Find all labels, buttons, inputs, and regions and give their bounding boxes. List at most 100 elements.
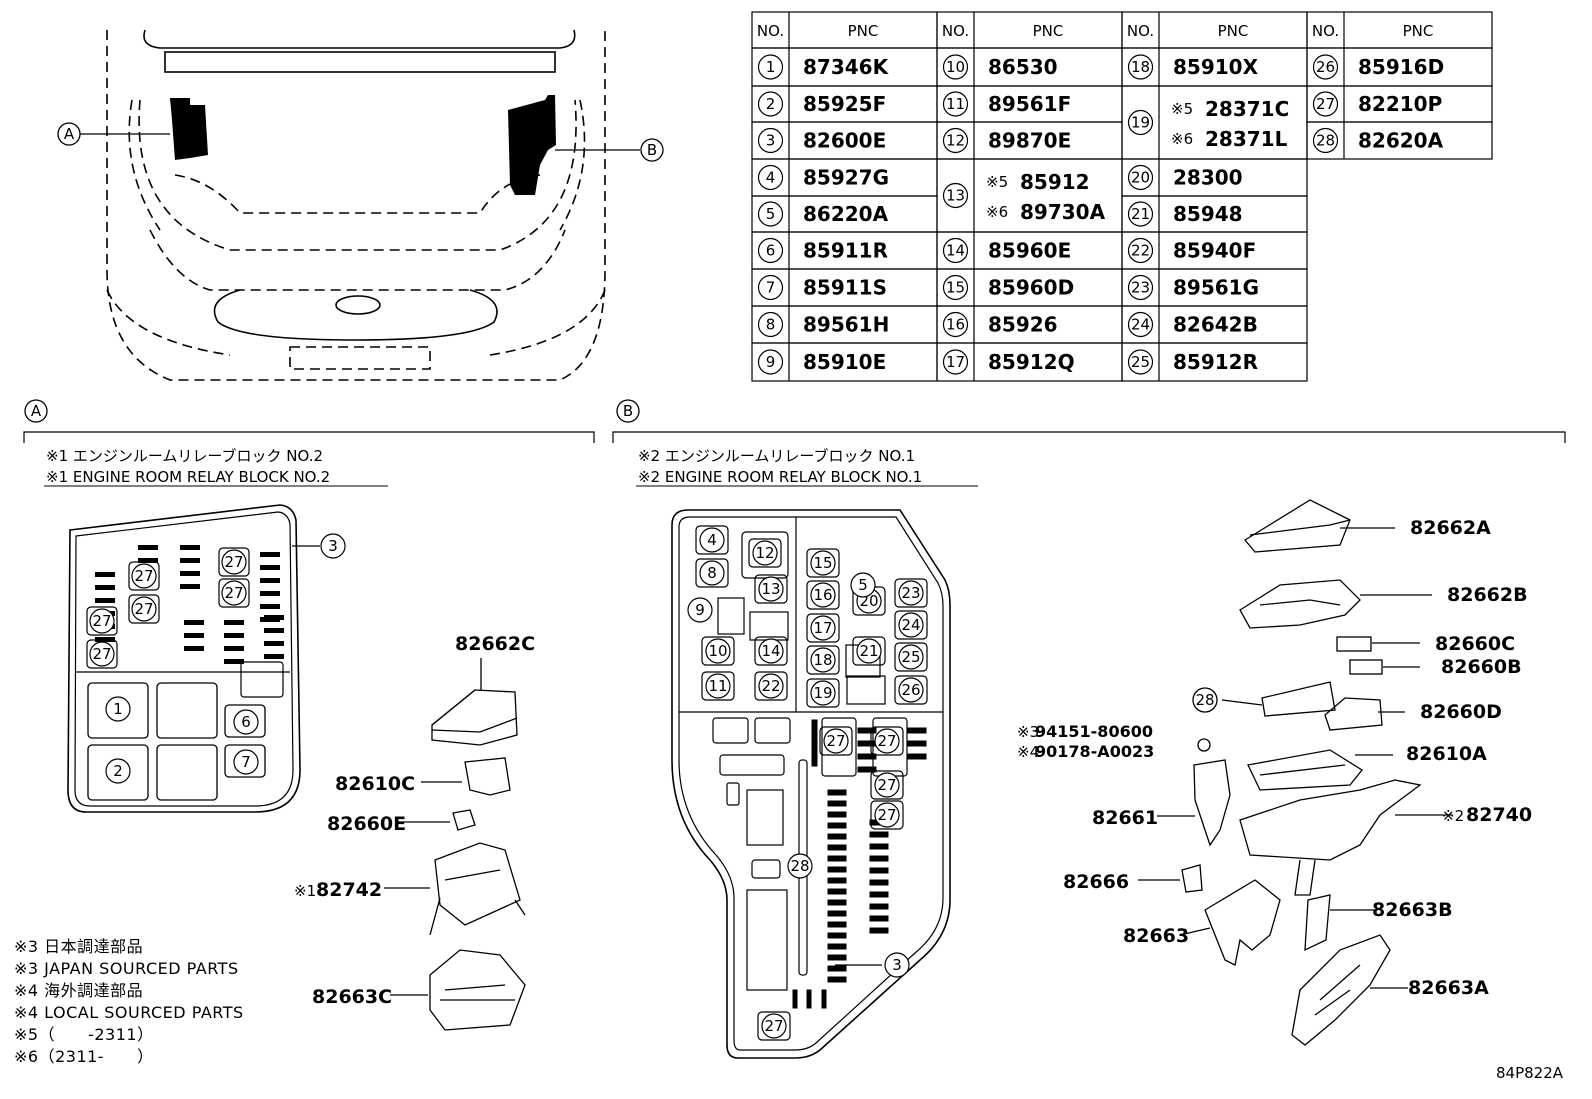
svg-text:85960D: 85960D — [988, 276, 1074, 300]
table-row: 27 82210P — [1306, 85, 1493, 123]
position-4: 4 — [695, 525, 729, 555]
bolt-b-mark: ※4 — [1017, 743, 1039, 761]
vehicle-front-view — [106, 29, 606, 381]
part-82663C: 82663C — [312, 986, 392, 1008]
svg-text:27: 27 — [92, 645, 111, 663]
svg-text:B: B — [623, 402, 633, 420]
position-15: 15 — [942, 274, 969, 301]
position-27: 27 — [128, 594, 160, 624]
bolt-a-mark: ※3 — [1017, 723, 1039, 741]
svg-text:13: 13 — [761, 580, 780, 598]
position-27: 27 — [86, 606, 118, 636]
svg-text:7: 7 — [766, 279, 776, 297]
position-18: 18 — [806, 645, 840, 675]
position-5: 5 — [850, 572, 876, 598]
position-28: 28 — [787, 853, 813, 879]
position-27: 27 — [1312, 91, 1339, 117]
section-b-title-jp: ※2 エンジンルームリレーブロック NO.1 — [638, 447, 915, 465]
section-a-header: A ※1 エンジンルームリレーブロック NO.2 ※1 ENGINE ROOM … — [23, 399, 595, 487]
svg-text:※3 日本調達部品: ※3 日本調達部品 — [14, 937, 143, 956]
svg-text:13: 13 — [946, 187, 965, 205]
svg-text:85916D: 85916D — [1358, 55, 1444, 79]
svg-text:27: 27 — [826, 732, 845, 750]
position-11: 11 — [942, 91, 969, 117]
position-11: 11 — [701, 671, 735, 701]
svg-text:27: 27 — [134, 600, 153, 618]
svg-text:85910X: 85910X — [1173, 55, 1259, 79]
part-82660C: 82660C — [1435, 633, 1515, 655]
table-row: 28 82620A — [1306, 121, 1493, 160]
parts-a — [384, 658, 526, 1031]
svg-text:15: 15 — [813, 554, 832, 572]
svg-text:85925F: 85925F — [803, 92, 886, 116]
svg-text:10: 10 — [708, 642, 727, 660]
svg-text:12: 12 — [946, 132, 965, 150]
position-12: 12 — [942, 127, 969, 154]
position-20: 20 — [1127, 164, 1154, 191]
header-no: NO. — [1127, 22, 1154, 40]
figure-id: 84P822A — [1496, 1064, 1564, 1082]
svg-text:85940F: 85940F — [1173, 239, 1256, 263]
position-25: 25 — [1127, 349, 1154, 375]
position-23: 23 — [894, 578, 928, 608]
position-3: 3 — [884, 952, 910, 978]
svg-text:3: 3 — [766, 132, 776, 150]
position-7: 7 — [757, 274, 784, 301]
svg-text:25: 25 — [1131, 353, 1150, 371]
svg-text:89870E: 89870E — [988, 129, 1071, 153]
svg-text:12: 12 — [755, 544, 774, 562]
svg-text:28: 28 — [1316, 132, 1335, 150]
svg-text:85911S: 85911S — [803, 276, 887, 300]
section-b-header: B ※2 エンジンルームリレーブロック NO.1 ※2 ENGINE ROOM … — [612, 399, 1566, 487]
position-1: 1 — [105, 696, 131, 722]
position-14: 14 — [754, 636, 788, 666]
svg-text:82210P: 82210P — [1358, 92, 1442, 116]
svg-text:8: 8 — [707, 564, 717, 582]
bolt-b: 90178-A0023 — [1035, 742, 1154, 761]
part-82661: 82661 — [1092, 807, 1158, 829]
table-row: 12 89870E — [936, 121, 1123, 160]
svg-text:※6: ※6 — [1171, 130, 1193, 148]
part-82742-mark: ※1 — [294, 882, 316, 900]
position-19: 19 — [1127, 109, 1154, 136]
svg-text:5: 5 — [858, 576, 868, 594]
position-24: 24 — [1127, 311, 1154, 338]
svg-text:85912: 85912 — [1020, 170, 1090, 194]
svg-text:85926: 85926 — [988, 313, 1058, 337]
svg-text:23: 23 — [1131, 279, 1150, 297]
svg-text:89561F: 89561F — [988, 92, 1071, 116]
part-82663: 82663 — [1123, 925, 1189, 947]
part-82662C: 82662C — [455, 633, 535, 655]
svg-text:9: 9 — [766, 353, 776, 371]
position-17: 17 — [942, 349, 969, 375]
svg-text:27: 27 — [224, 584, 243, 602]
position-13: 13 — [754, 574, 788, 604]
position-27: 27 — [218, 578, 250, 608]
position-27: 27 — [870, 800, 904, 830]
svg-text:28: 28 — [790, 857, 809, 875]
header-pnc: PNC — [1403, 22, 1434, 40]
svg-text:20: 20 — [1131, 169, 1150, 187]
svg-text:82620A: 82620A — [1358, 129, 1444, 153]
svg-text:85910E: 85910E — [803, 350, 886, 374]
svg-text:85927G: 85927G — [803, 166, 889, 190]
position-27: 27 — [870, 770, 904, 800]
svg-text:4: 4 — [707, 531, 717, 549]
svg-text:※5（ -2311）: ※5（ -2311） — [14, 1025, 154, 1044]
svg-text:86530: 86530 — [988, 55, 1058, 79]
part-82610C: 82610C — [335, 773, 415, 795]
part-82742: 82742 — [316, 879, 382, 901]
part-82660D: 82660D — [1420, 701, 1502, 723]
